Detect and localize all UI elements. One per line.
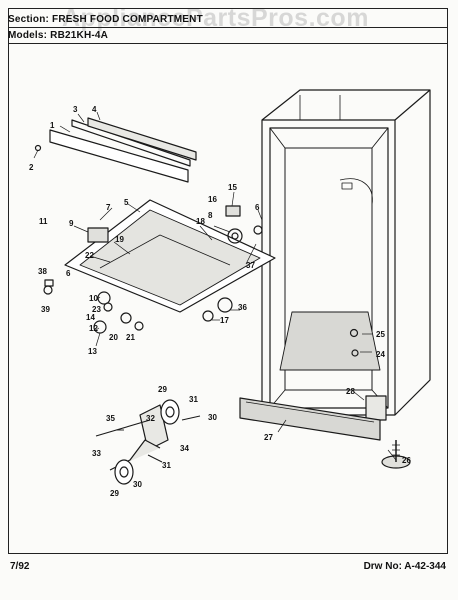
callout-number: 10 [89, 294, 98, 303]
callout-number: 25 [376, 330, 385, 339]
callout-number: 35 [106, 414, 115, 423]
callout-number: 29 [158, 385, 167, 394]
header-divider [8, 27, 448, 28]
callout-number: 31 [189, 395, 198, 404]
callout-number: 33 [92, 449, 101, 458]
roller-assembly [95, 399, 201, 485]
callout-number: 11 [39, 217, 48, 226]
callout-number: 9 [69, 219, 74, 228]
callout-number: 16 [208, 195, 217, 204]
callout-number: 29 [110, 489, 119, 498]
callout-number: 6 [255, 203, 260, 212]
callout-number: 3 [73, 105, 78, 114]
footer-divider [8, 553, 448, 554]
leveling-leg [381, 440, 411, 469]
leader-lines [33, 111, 397, 461]
cabinet-liner [261, 89, 431, 416]
callout-number: 17 [220, 316, 229, 325]
callout-number: 37 [246, 261, 255, 270]
drawer-front [239, 397, 381, 441]
callout-number: 36 [238, 303, 247, 312]
callout-number: 15 [228, 183, 237, 192]
callout-number: 27 [264, 433, 273, 442]
callout-number: 12 [89, 324, 98, 333]
callout-number: 18 [196, 217, 205, 226]
callout-number: 8 [208, 211, 213, 220]
callout-number: 28 [346, 387, 355, 396]
callout-number: 21 [126, 333, 135, 342]
callout-number: 31 [162, 461, 171, 470]
callout-number: 26 [402, 456, 411, 465]
callout-number: 1 [50, 121, 55, 130]
callout-number: 19 [115, 235, 124, 244]
callout-number: 39 [41, 305, 50, 314]
callout-number: 34 [180, 444, 189, 453]
support-rail [49, 117, 197, 183]
revision-date: 7/92 [10, 561, 30, 572]
callout-number: 30 [208, 413, 217, 422]
callout-number: 13 [88, 347, 97, 356]
drawing-number: Drw No: A-42-344 [363, 561, 446, 572]
callout-number: 30 [133, 480, 142, 489]
callout-number: 2 [29, 163, 34, 172]
header-divider [8, 43, 448, 44]
cover-plate [64, 199, 276, 313]
callout-number: 7 [106, 203, 111, 212]
callout-number: 38 [38, 267, 47, 276]
section-title: Section: FRESH FOOD COMPARTMENT [8, 14, 203, 25]
callout-number: 24 [376, 350, 385, 359]
callout-number: 32 [146, 414, 155, 423]
callout-labels: 1 2 3 4 5 6 6 7 8 9 10 11 12 13 14 15 16… [29, 105, 411, 498]
callout-number: 14 [86, 313, 95, 322]
callout-number: 5 [124, 198, 129, 207]
callout-number: 22 [85, 251, 94, 260]
callout-number: 4 [92, 105, 97, 114]
callout-number: 20 [109, 333, 118, 342]
model-title: Models: RB21KH-4A [8, 30, 109, 41]
callout-number: 23 [92, 305, 101, 314]
small-components [34, 144, 387, 421]
callout-number: 6 [66, 269, 71, 278]
